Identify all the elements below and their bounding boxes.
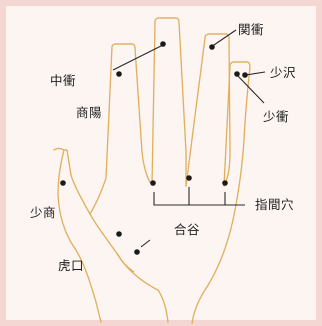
point-shaoshang [60,180,66,186]
label-shaoshang: 少商 [30,205,57,220]
point-hegu [134,249,140,255]
leader-hegu [140,239,151,248]
hand-outline [57,149,169,323]
leader-zhijianxue [153,192,245,206]
point-shaoze [242,72,248,78]
label-shangyang: 商陽 [76,105,103,120]
little-finger-outline [191,61,251,325]
thumb-outline [53,147,65,151]
ring-finger-outline [185,33,231,187]
point-hukou [116,231,122,237]
point-shangyang [116,71,122,77]
point-zhijian-1 [150,180,156,186]
middle-finger-outline [151,17,187,187]
label-zhongchong: 中衝 [50,73,77,88]
index-finger-outline [89,43,153,215]
leader-zhongchong [112,44,164,71]
label-guanchong: 関衝 [238,22,265,37]
palm-crease [117,254,135,273]
point-zhijian-2 [186,175,192,181]
label-zhijianxue: 指間穴 [255,197,295,212]
label-hukou: 虎口 [58,258,85,273]
point-guanchong [209,44,215,50]
point-shaochong [234,71,240,77]
label-shaoze: 少沢 [270,65,297,80]
leader-shaoze [245,71,266,76]
label-shaochong: 少衝 [263,109,290,124]
point-zhongchong [160,41,166,47]
label-hegu: 合谷 [174,222,201,237]
leader-guanchong [210,29,237,48]
point-zhijian-3 [222,180,228,186]
leader-shaochong [236,74,265,104]
